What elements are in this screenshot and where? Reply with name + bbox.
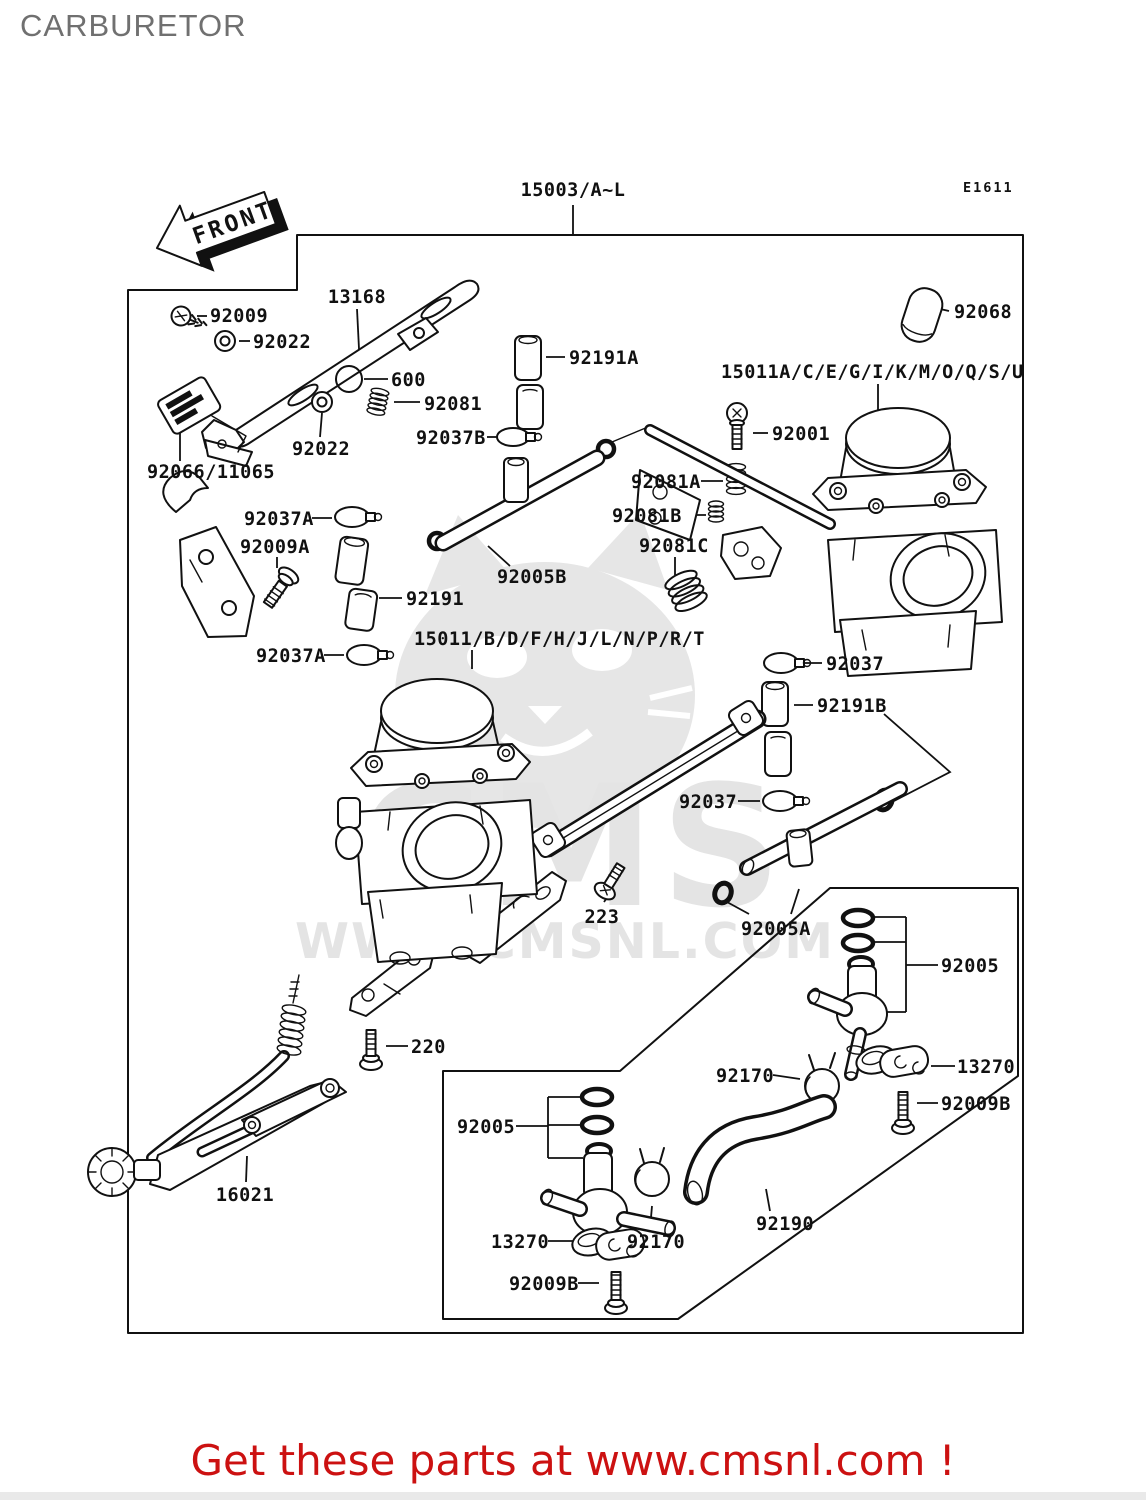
part-label-92190: 92190 [756,1214,814,1235]
tee-fitting-92005-right [807,965,888,1081]
part-label-13168: 13168 [328,287,386,308]
outer-frame [127,234,1024,1334]
part-label-92005-left: 92005 [457,1117,515,1138]
part-label-16021: 16021 [216,1185,274,1206]
clamp-92170-right-icon [804,1052,840,1104]
part-label-92009b-left: 92009B [509,1274,579,1295]
part-label-92170-right: 92170 [716,1066,774,1087]
part-label-92037-2: 92037 [679,792,737,813]
hose-92190 [683,1094,837,1206]
spring-92081c-icon [664,569,708,613]
part-label-600: 600 [391,370,426,391]
part-label-92037a-2: 92037A [256,646,326,667]
part-label-92009b-right: 92009B [941,1094,1011,1115]
screw-92009b-left-icon [604,1271,628,1315]
clamp-92170-mid-icon [634,1147,670,1197]
tee-pipe-92005a [739,781,908,876]
part-label-92081a: 92081A [631,472,701,493]
choke-assembly-16021 [87,974,347,1197]
bottom-divider [0,1492,1146,1500]
part-label-92191: 92191 [406,589,464,610]
part-label-92068: 92068 [954,302,1012,323]
part-label-92009a: 92009A [240,537,310,558]
part-label-92037: 92037 [826,654,884,675]
part-label-92001: 92001 [772,424,830,445]
bracket-13270-right [855,1045,930,1078]
part-label-92022: 92022 [253,332,311,353]
o-rings [426,438,895,1160]
part-label-92066-11065: 92066/11065 [147,462,275,483]
grommet-92022b-icon [311,391,333,413]
spring-92081b-icon [707,500,725,523]
carburetor-right [635,407,1003,677]
washer-600-icon [335,365,363,393]
footer-promo-text: Get these parts at www.cmsnl.com ! [190,1436,956,1485]
part-label-92191a: 92191A [569,348,639,369]
bracket-13168 [201,279,480,467]
part-label-15011-odd: 15011A/C/E/G/I/K/M/O/Q/S/U [721,362,1024,383]
tube-92191-icon [334,535,379,632]
inner-frame [442,887,1019,1320]
part-label-92037b: 92037B [416,428,486,449]
part-label-15003: 15003/A~L [521,180,626,201]
leader-lines [179,205,955,1284]
part-label-13270-left: 13270 [491,1232,549,1253]
spring-92081-icon [366,387,390,416]
clamp-92037a-icon [334,506,383,528]
page-title: CARBURETOR [20,8,247,43]
carburetor-left [335,678,538,965]
part-label-92170-mid: 92170 [627,1232,685,1253]
screw-92009b-right-icon [891,1091,915,1135]
fuel-pipe-92005b [434,424,836,552]
part-label-13270-right: 13270 [957,1057,1015,1078]
clamp-92037b-icon [496,427,543,447]
screw-92001-icon [726,402,748,450]
bracket-13270-left [571,1227,646,1261]
diagram-code: E1611 [963,180,1014,196]
part-label-92081: 92081 [424,394,482,415]
part-label-92005a: 92005A [741,919,811,940]
tube-92191b-icon [761,681,792,777]
joint-rail [529,699,767,859]
part-label-15011-even: 15011/B/D/F/H/J/L/N/P/R/T [414,629,705,650]
front-arrow: FRONT [155,190,289,272]
part-label-223: 223 [585,907,620,928]
clamp-92037a2-icon [346,644,395,666]
part-label-220: 220 [411,1037,446,1058]
part-label-92022-2: 92022 [292,439,350,460]
part-label-92191b: 92191B [817,696,887,717]
cable-guide-bracket [162,470,255,638]
cap-92068-icon [900,287,944,343]
part-label-92037a: 92037A [244,509,314,530]
screw-92009a-icon [262,566,300,609]
screw-92009-icon [170,305,208,328]
part-label-92081c: 92081C [639,536,709,557]
grommet-92022-icon [214,330,236,352]
part-label-92005b: 92005B [497,567,567,588]
tee-fitting-92005-left [540,1152,676,1238]
part-label-92005-right: 92005 [941,956,999,977]
plate-92066 [157,376,247,453]
screw-220-icon [359,1029,383,1071]
tube-92191a-icon [514,335,544,430]
part-label-92009: 92009 [210,306,268,327]
clamp-92037-right1-icon [763,652,812,674]
screw-223-icon [593,862,626,901]
part-label-92081b: 92081B [612,506,682,527]
clamp-92037-right2-icon [762,790,811,812]
